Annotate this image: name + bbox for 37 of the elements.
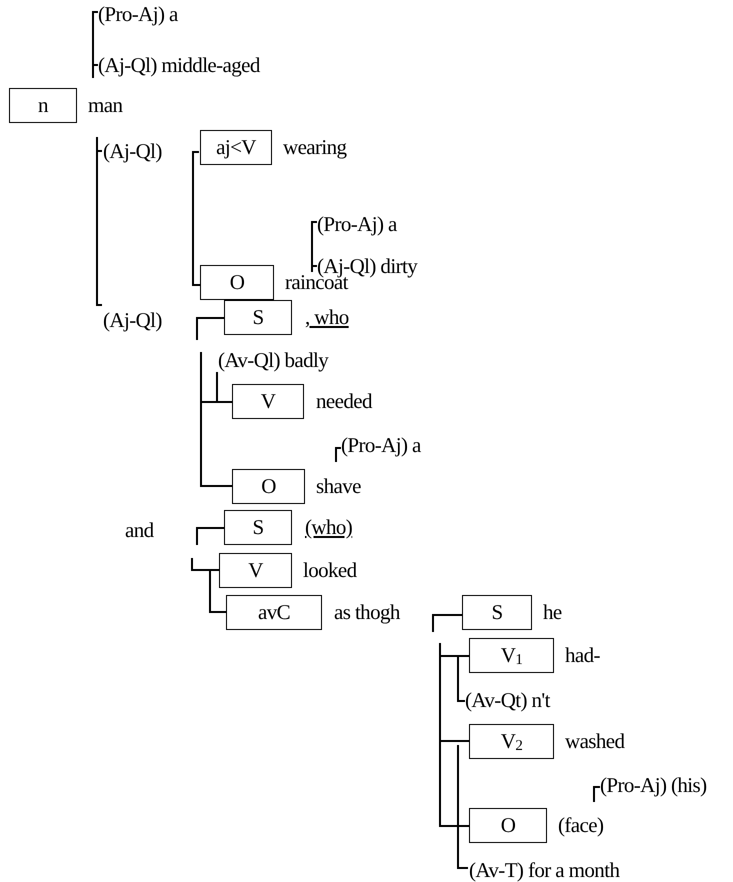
- word-text: as thogh: [334, 599, 400, 626]
- word-text: looked: [303, 557, 357, 584]
- category-box: avC: [226, 595, 322, 630]
- category-box: V$_{2}$: [469, 724, 554, 759]
- word-text: he: [543, 599, 562, 626]
- modifier-text: and: [125, 518, 154, 542]
- word-text: washed: [565, 728, 624, 755]
- category-box: n: [9, 88, 77, 123]
- modifier-text: (Pro-Aj) (his): [600, 773, 706, 797]
- word-text: wearing: [283, 134, 346, 161]
- modifier-text: (Pro-Aj) a: [98, 2, 178, 26]
- modifier-text: (Av-Qt) n't: [465, 688, 550, 712]
- word-text: needed: [316, 388, 372, 415]
- word-text: , who: [305, 304, 349, 331]
- word-text: had-: [565, 642, 600, 669]
- modifier-text: (Pro-Aj) a: [317, 212, 397, 236]
- modifier-text: (Av-Ql) badly: [218, 348, 328, 372]
- category-box: O: [232, 469, 305, 504]
- category-box: V: [219, 553, 292, 588]
- category-box: S: [462, 595, 532, 630]
- category-box: S: [224, 300, 292, 335]
- word-text: shave: [316, 473, 361, 500]
- modifier-text: (Aj-Ql): [103, 308, 162, 332]
- category-box: O: [469, 808, 547, 843]
- category-box: O: [200, 265, 274, 300]
- modifier-text: (Pro-Aj) a: [341, 433, 421, 457]
- category-box: V$_{1}$: [469, 638, 554, 673]
- category-box: S: [224, 510, 292, 545]
- modifier-text: (Aj-Ql) middle-aged: [98, 53, 260, 77]
- modifier-text: (Aj-Ql) dirty: [317, 254, 418, 278]
- word-text: (face): [558, 812, 604, 839]
- modifier-text: (Av-T) for a month: [469, 858, 620, 882]
- word-text: man: [88, 92, 122, 119]
- word-text: (who): [305, 514, 352, 541]
- category-box: V: [232, 384, 304, 419]
- category-box: aj<V: [200, 130, 272, 165]
- modifier-text: (Aj-Ql): [103, 139, 162, 163]
